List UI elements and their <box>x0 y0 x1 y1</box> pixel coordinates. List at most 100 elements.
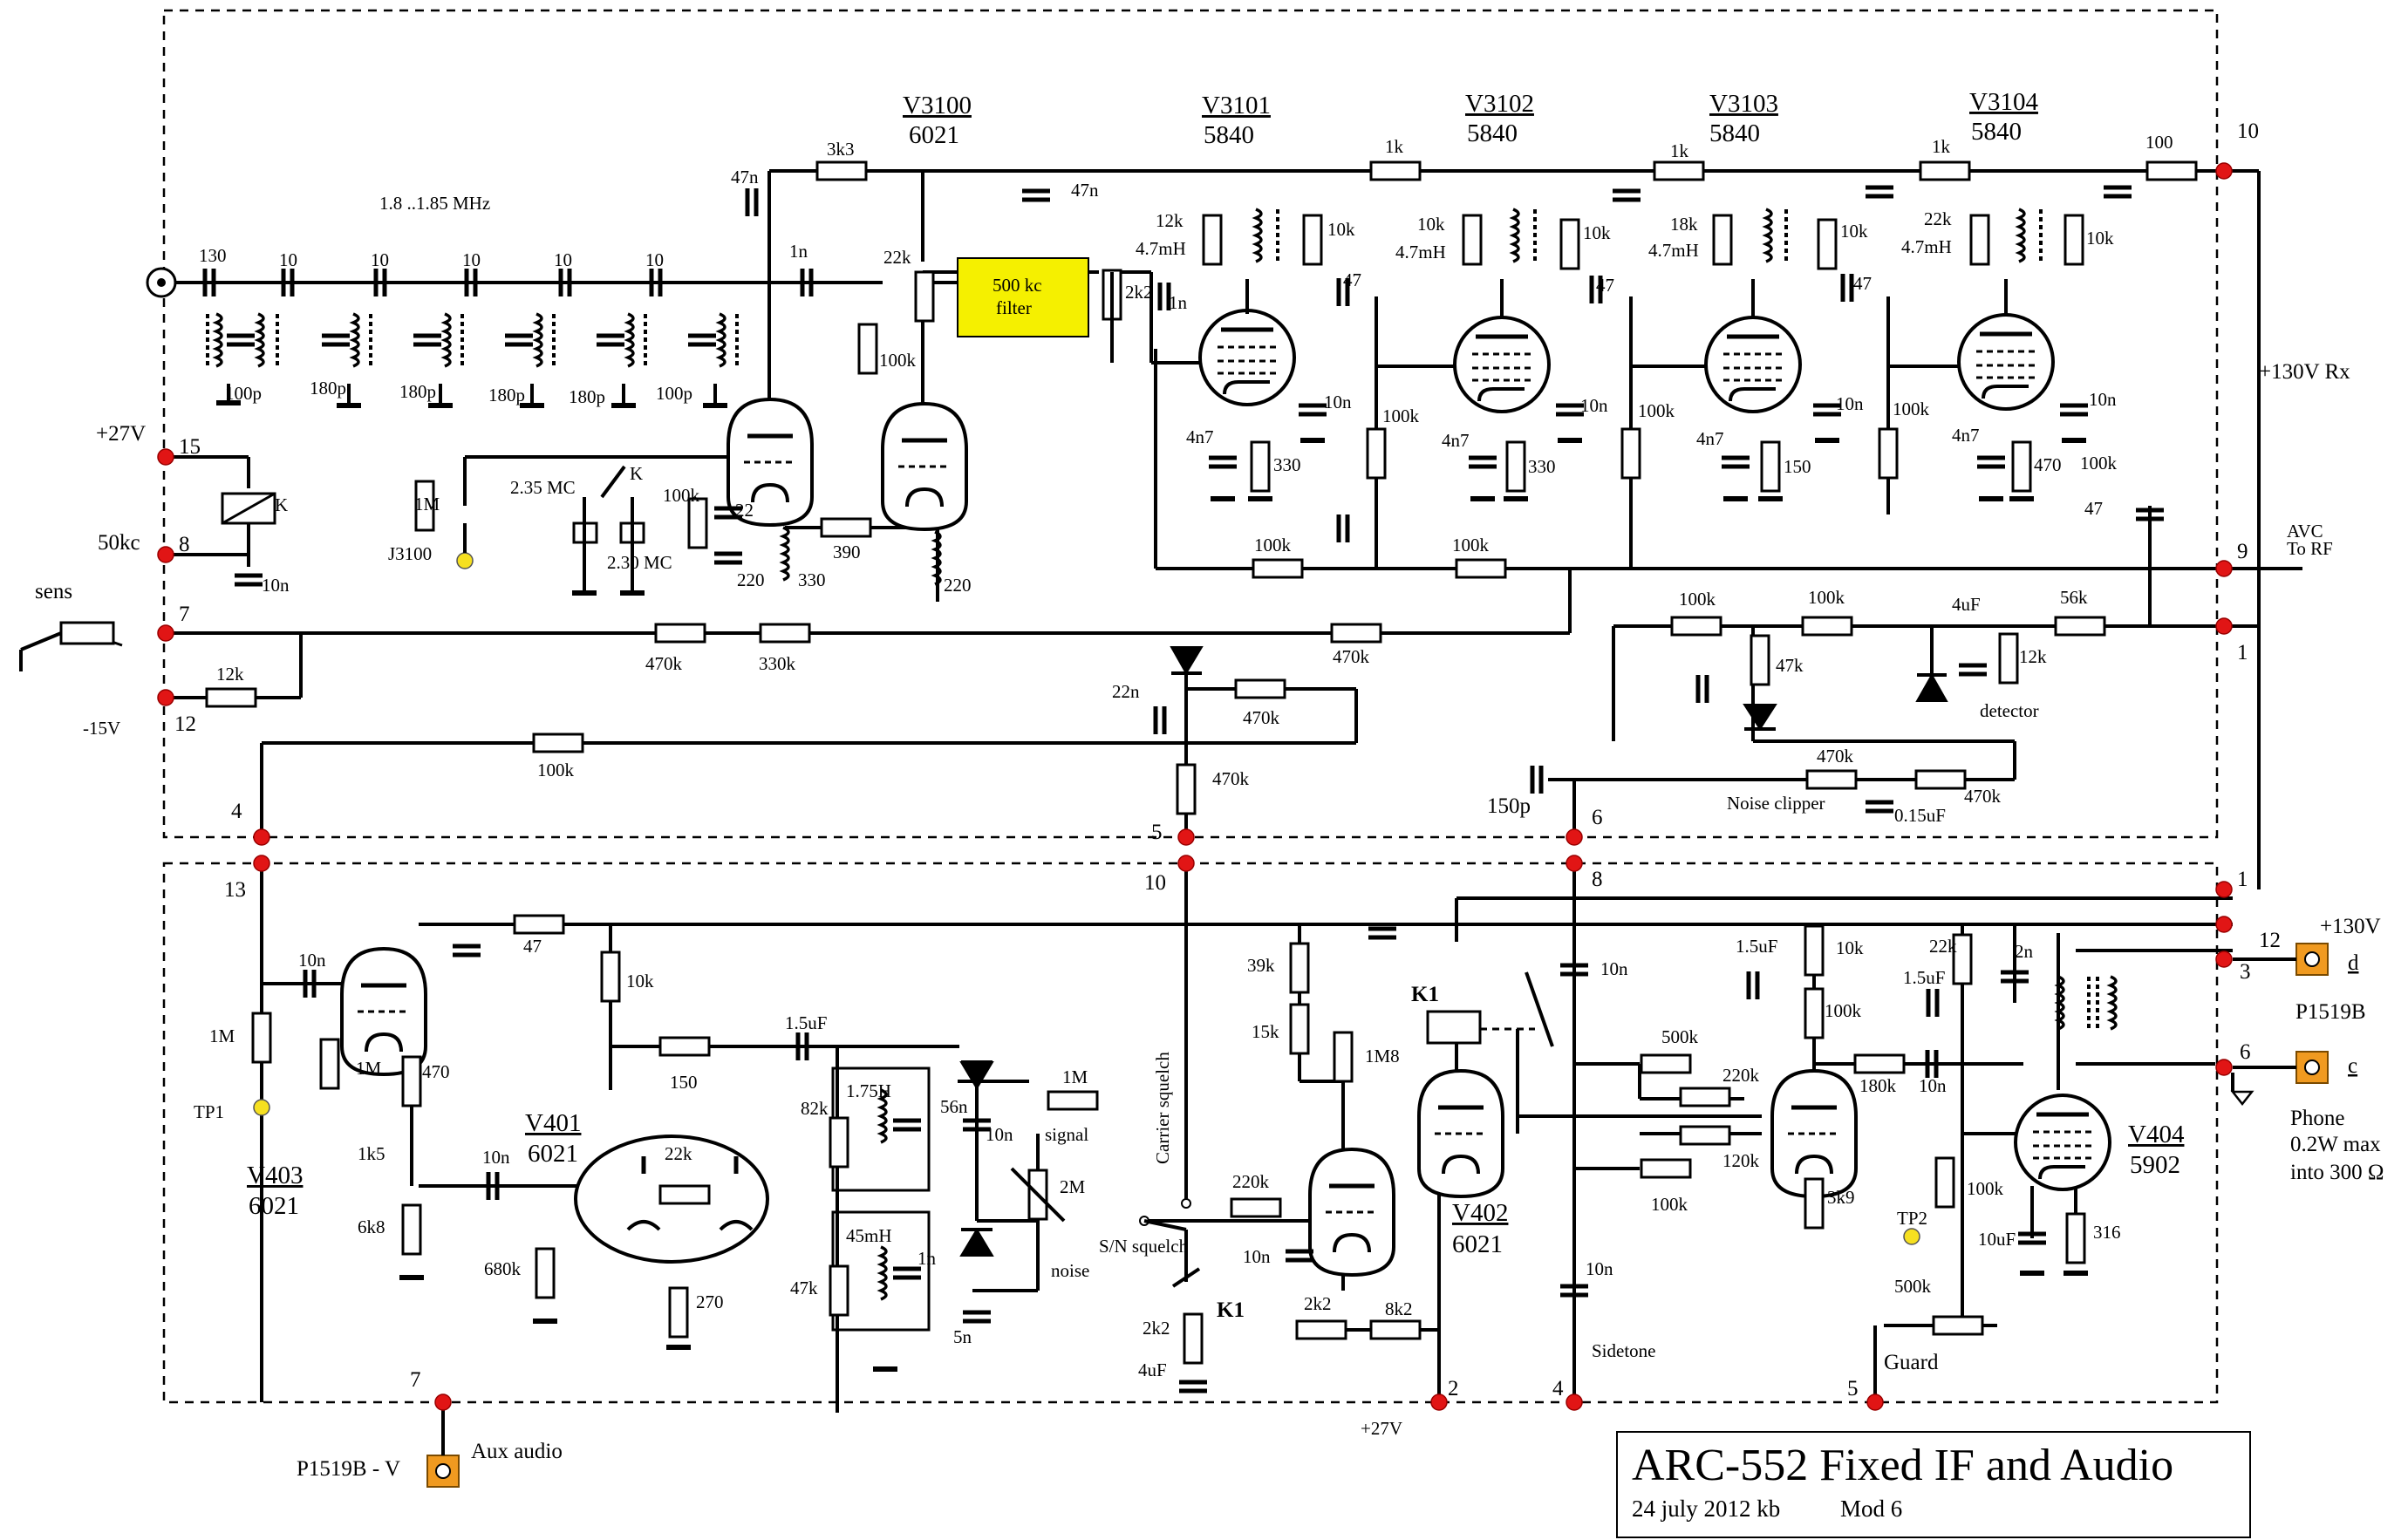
pin-number: 5 <box>1151 821 1163 844</box>
component-value: 100k <box>1893 399 1930 419</box>
output-stage <box>1749 924 2118 1336</box>
v3103-type: 5840 <box>1709 119 1760 147</box>
component-value: 100p <box>656 383 692 404</box>
v402-stage <box>1230 929 1554 1340</box>
v3103-ref: V3103 <box>1709 90 1778 118</box>
component-value: 100k <box>2080 453 2118 474</box>
component-value: 100k <box>663 485 700 506</box>
component-value: 470k <box>1817 746 1854 767</box>
component-value: 470 <box>422 1061 450 1082</box>
component-value: 22k <box>1929 936 1957 957</box>
connector-labels: d c P1519B P1519B - V Aux audio Phone 0.… <box>297 951 2384 1481</box>
component-value: 10n <box>1600 958 1628 979</box>
component-value: 10n <box>1243 1246 1271 1267</box>
component-value: 1k <box>1670 140 1689 161</box>
component-value: 220 <box>944 575 972 596</box>
component-value: Noise clipper <box>1727 793 1825 814</box>
component-value: 330k <box>759 653 796 674</box>
v3101-ref: V3101 <box>1202 92 1271 119</box>
component-value: 22 <box>735 500 754 521</box>
component-values: 130 10 10 10 10 10 100p 180p 180p 180p 1… <box>194 132 2173 1380</box>
v403-stage <box>251 914 565 1278</box>
p1519b-label: P1519B <box>2295 1000 2366 1024</box>
component-value: 10n <box>1324 392 1352 412</box>
drawing-revision: Mod 6 <box>1840 1496 1903 1522</box>
component-value: 10n <box>1919 1075 1947 1096</box>
component-value: 1M <box>209 1026 235 1046</box>
component-value: 120k <box>1722 1150 1760 1171</box>
component-value: 47k <box>1776 655 1804 676</box>
component-value: 100k <box>1967 1178 2004 1199</box>
component-value: 1.5uF <box>1736 936 1777 957</box>
v3100-stage <box>414 160 1169 593</box>
component-value: 1M <box>356 1058 382 1079</box>
component-value: 4.7mH <box>1136 238 1186 259</box>
component-value: 180k <box>1859 1075 1897 1096</box>
pin-15 <box>157 448 174 466</box>
component-value: 470k <box>645 653 683 674</box>
component-value: 18k <box>1670 214 1698 235</box>
component-value: 10k <box>1836 937 1864 958</box>
component-value: Guard <box>1884 1351 1939 1374</box>
component-value: 4.7mH <box>1395 242 1446 262</box>
component-value: 10n <box>262 575 290 596</box>
component-value: 330 <box>1528 456 1556 477</box>
component-value: 45mH <box>846 1225 892 1246</box>
pin-8-bottom <box>1566 855 1583 872</box>
component-value: 0.15uF <box>1894 805 1946 826</box>
component-value: 47 <box>1853 273 1872 294</box>
component-value: 150 <box>1784 456 1811 477</box>
component-value: K1 <box>1217 1298 1245 1322</box>
drawing-date: 24 july 2012 kb <box>1632 1496 1781 1522</box>
component-value: 4n7 <box>1952 425 1980 446</box>
v403-ref: V403 <box>247 1162 303 1189</box>
pin-10-bottom <box>1177 855 1195 872</box>
pin-6-bottom <box>2215 1059 2233 1076</box>
pin-130v <box>2215 916 2233 933</box>
sens-label: sens <box>35 580 72 603</box>
component-value: 10uF <box>1978 1229 2016 1250</box>
input-filter-network <box>146 269 811 405</box>
component-value: 330 <box>798 569 826 590</box>
component-value: 10 <box>462 249 481 270</box>
pin-number: 2 <box>1448 1377 1459 1400</box>
component-value: 1.5uF <box>785 1012 827 1033</box>
component-value: 220 <box>737 569 765 590</box>
minus15v-label: -15V <box>83 718 120 739</box>
pin-number: 4 <box>231 800 242 823</box>
phone-impedance-label: into 300 Ω <box>2290 1161 2384 1184</box>
v3100-type: 6021 <box>909 121 959 149</box>
component-value: 150p <box>1487 794 1531 818</box>
plus130-label: +130V <box>2320 915 2381 938</box>
pin-number: 9 <box>2237 540 2248 563</box>
component-value: 470k <box>1212 768 1250 789</box>
aux-audio-label: Aux audio <box>471 1440 563 1463</box>
component-value: 6k8 <box>358 1216 385 1237</box>
component-value: 22k <box>883 247 911 268</box>
pin-1-top <box>2215 617 2233 635</box>
j3100-testpoint <box>456 552 474 569</box>
v3102-stage <box>1455 208 1600 499</box>
pin-2 <box>1430 1393 1448 1411</box>
component-value: 470k <box>1964 786 2002 807</box>
pin-number: 3 <box>2240 960 2251 984</box>
v402-ref: V402 <box>1452 1199 1508 1227</box>
pin-1-bottom <box>2215 881 2233 898</box>
component-value: 10k <box>626 971 654 991</box>
pin-4-bottom <box>1566 1393 1583 1411</box>
component-value: 100k <box>1808 587 1845 608</box>
component-value: 15k <box>1252 1021 1279 1042</box>
component-value: S/N squelch <box>1099 1236 1189 1257</box>
component-value: 82k <box>801 1098 829 1119</box>
plus27v-label: +27V <box>96 422 146 446</box>
500kc-filter <box>957 257 1089 337</box>
component-value: 39k <box>1247 955 1275 976</box>
component-value: 100 <box>2145 132 2173 153</box>
component-value: 100k <box>1452 535 1490 555</box>
component-value: 316 <box>2093 1222 2121 1243</box>
component-value: 10 <box>371 249 389 270</box>
pin-number: 12 <box>174 712 196 736</box>
component-value: 180p <box>488 385 525 405</box>
frequency-label: 1.8 ..1.85 MHz <box>379 193 490 214</box>
